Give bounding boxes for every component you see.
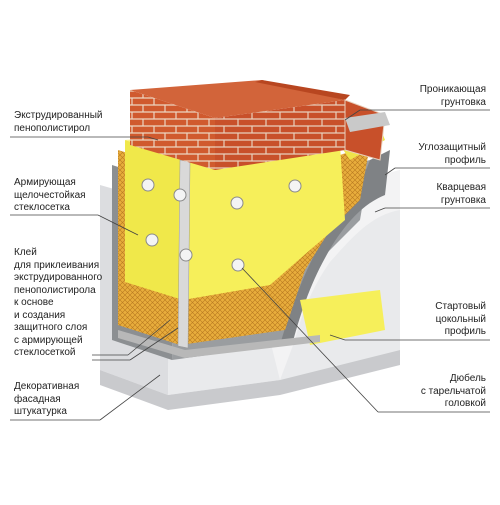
leader-line	[97, 214, 139, 236]
label-corner-profile: Углозащитный профиль	[418, 142, 486, 166]
starter-profile	[118, 330, 320, 358]
leader-line	[127, 319, 171, 356]
label-decorative-plaster: Декоративная фасадная штукатурка	[14, 381, 80, 417]
leader-line	[329, 334, 346, 341]
leader-line	[344, 109, 361, 121]
label-penetrating-primer: Проникающая грунтовка	[419, 84, 486, 108]
dowel-head	[145, 233, 159, 247]
label-quartz-primer: Кварцевая грунтовка	[436, 182, 486, 206]
label-reinforcing-mesh: Армирующая щелочестойкая стеклосетка	[14, 177, 86, 213]
dowel-head	[141, 178, 155, 192]
dowel-head	[288, 179, 302, 193]
leader-lines	[10, 109, 490, 421]
dowel-head	[230, 196, 244, 210]
leader-line	[129, 327, 179, 361]
primer-coat	[345, 112, 390, 132]
dowels	[141, 178, 302, 272]
dowel-head	[231, 258, 245, 272]
leader-line	[374, 207, 386, 213]
leader-line	[241, 267, 379, 413]
label-starter-profile: Стартовый цокольный профиль	[435, 301, 486, 337]
leader-line	[384, 167, 396, 176]
label-extruded-polystyrene: Экструдированный пенополистирол	[14, 110, 103, 134]
label-adhesive: Клей для приклеивания экструдированного …	[14, 247, 103, 358]
dowel-head	[179, 248, 193, 262]
leader-line	[147, 136, 159, 141]
label-dowel: Дюбель с тарельчатой головкой	[420, 373, 486, 409]
dowel-head	[173, 188, 187, 202]
leader-line	[99, 374, 161, 421]
